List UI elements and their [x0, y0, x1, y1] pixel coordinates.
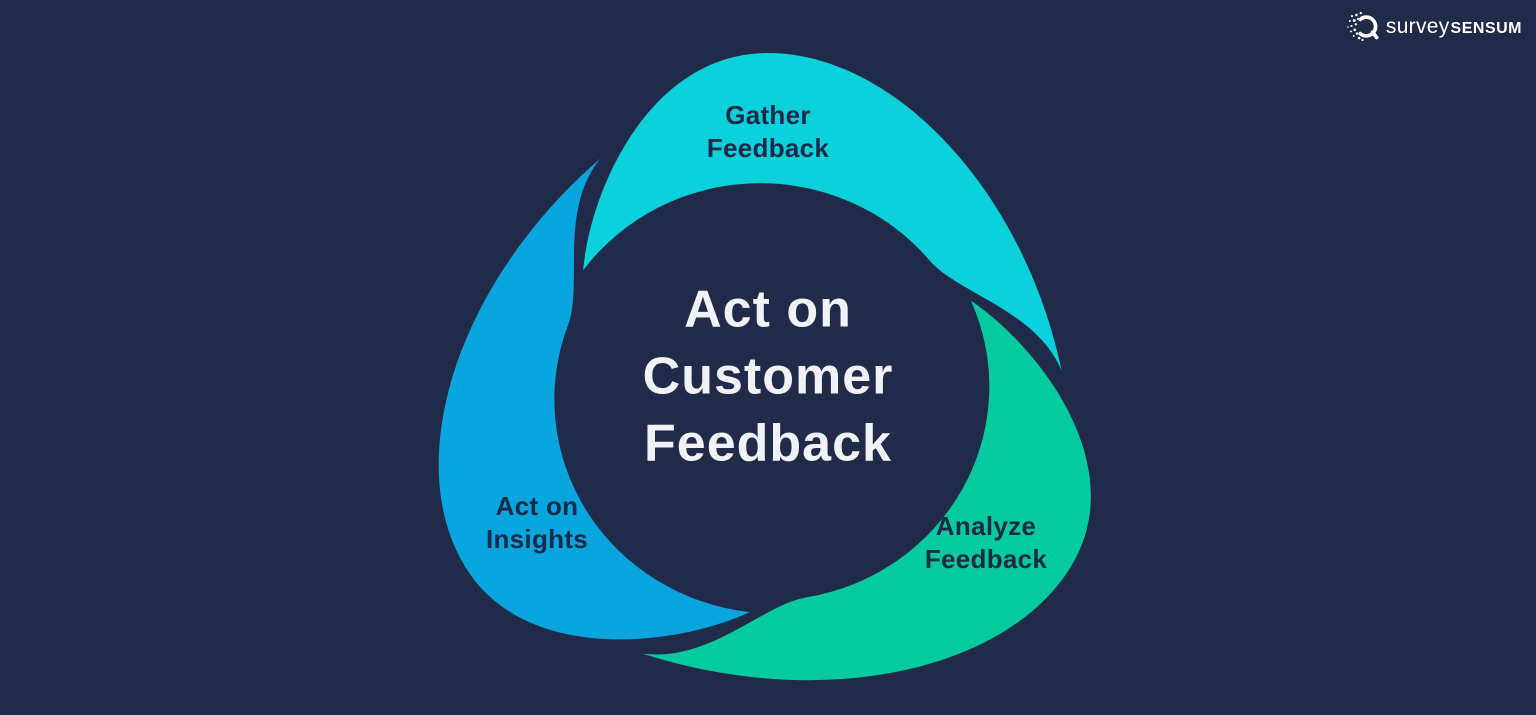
segment-analyze-feedback-shape [642, 300, 1091, 681]
center-title-line: Feedback [644, 414, 892, 473]
label-line: Gather [725, 100, 811, 130]
label-line: Feedback [706, 133, 830, 163]
segment-act-on-insights-shape [438, 158, 750, 640]
segment-gather-feedback-shape [583, 53, 1062, 371]
label-line: Act on [495, 491, 579, 521]
label-line: Insights [485, 524, 589, 554]
label-gather-feedback: Gather Feedback [707, 99, 829, 165]
logo-text-sensum: SENSUM [1450, 19, 1522, 37]
center-title-line: Customer [642, 347, 894, 406]
label-line: Feedback [924, 544, 1048, 574]
center-title-line: Act on [684, 280, 852, 339]
surveysensum-logo-text: survey SENSUM [1386, 15, 1522, 39]
logo-text-survey: survey [1385, 14, 1450, 38]
surveysensum-logo: survey SENSUM [1346, 10, 1522, 43]
label-analyze-feedback: Analyze Feedback [925, 510, 1047, 576]
surveysensum-magnifier-icon [1347, 11, 1379, 41]
label-line: Analyze [935, 511, 1037, 541]
center-title: Act on Customer Feedback [643, 277, 894, 478]
label-act-on-insights: Act on Insights [486, 490, 588, 556]
